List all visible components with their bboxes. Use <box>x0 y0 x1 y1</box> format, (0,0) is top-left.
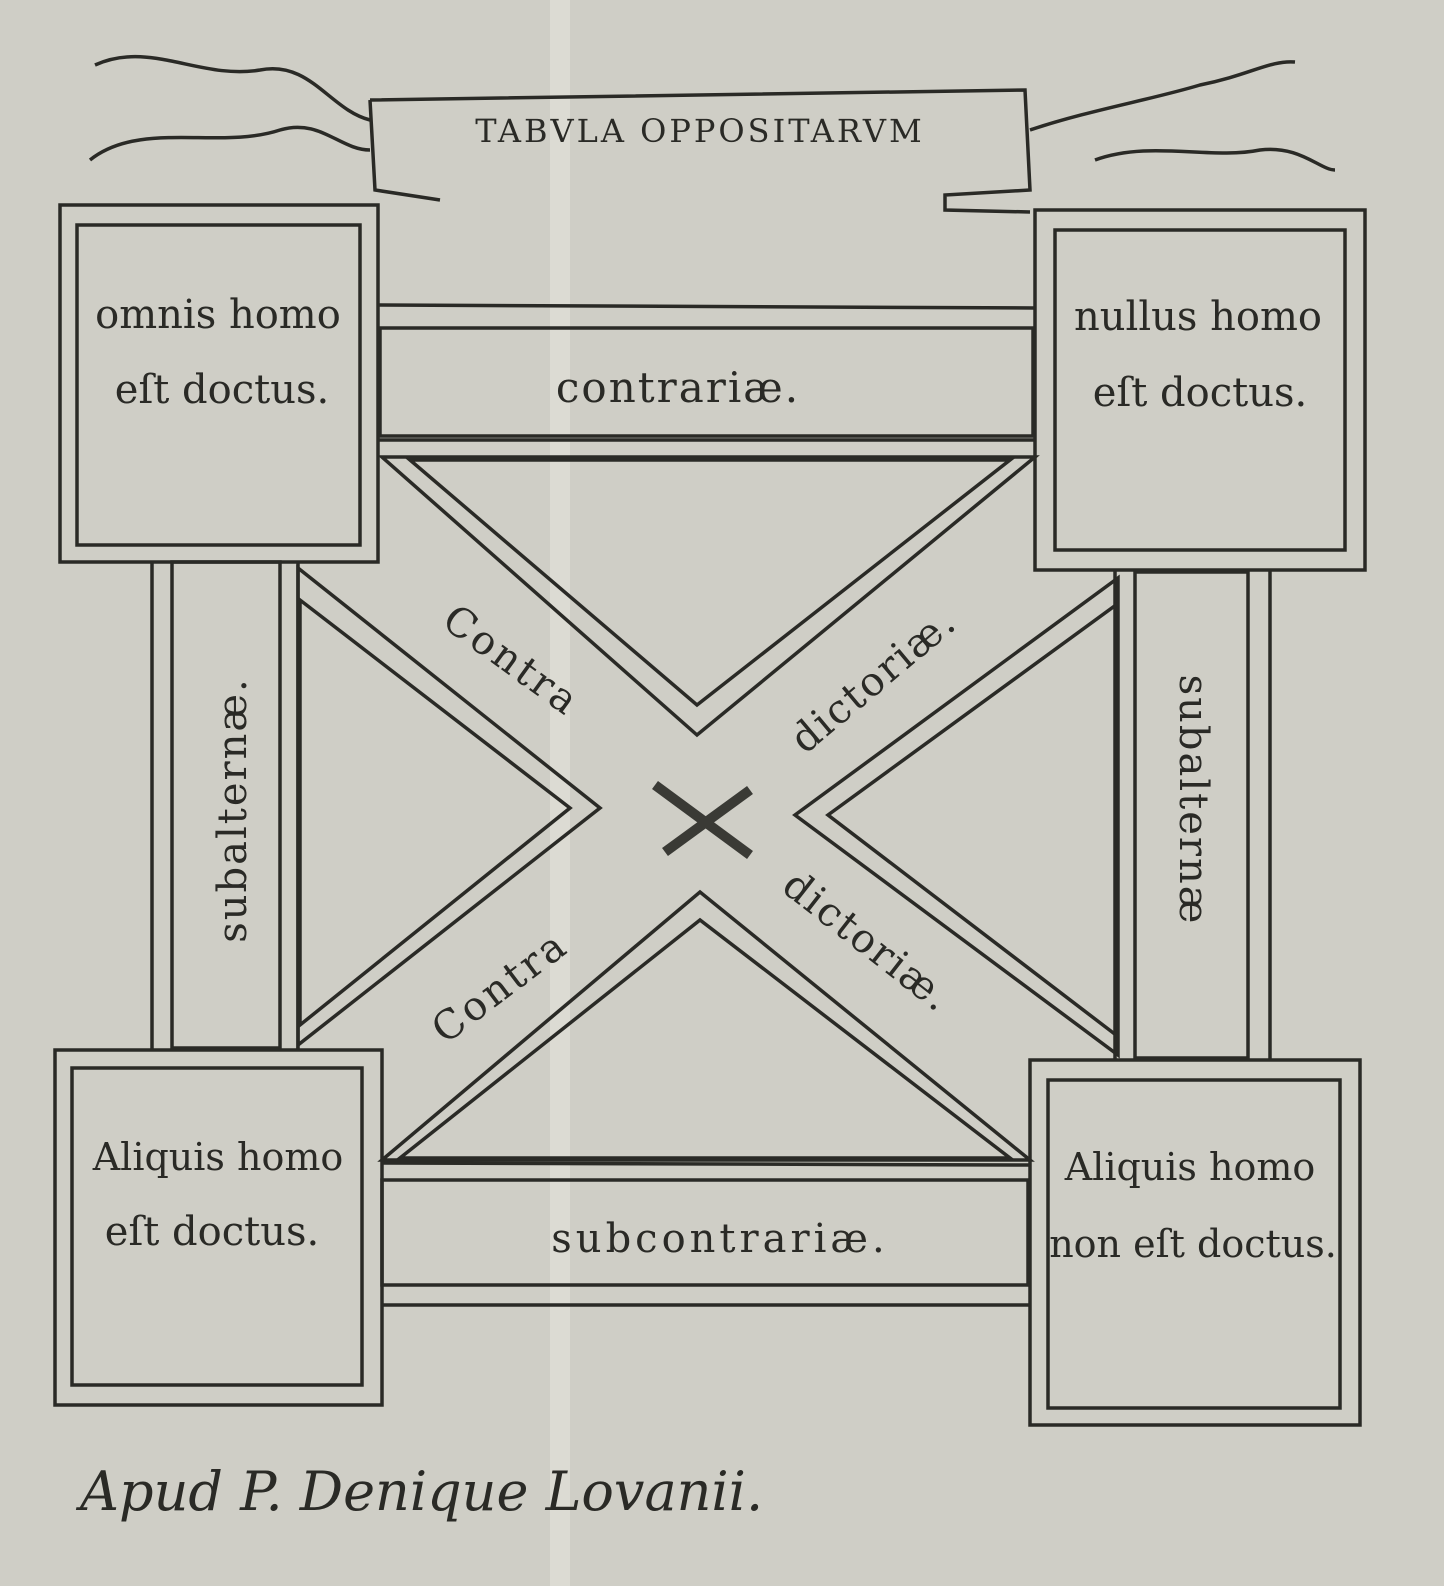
label-subcontrariae: subcontrariæ. <box>551 1216 888 1262</box>
bar-contrariae: contrariæ. <box>377 303 1036 442</box>
title-banner: TABVLA OPPOSITARVM <box>88 55 1336 214</box>
label-contrariae: contrariæ. <box>556 363 800 412</box>
label-subalternae-left: subalternæ. <box>210 677 256 942</box>
box-bottom-right: Aliquis homo non eſt doctus. <box>1028 1058 1362 1427</box>
center-cross-icon <box>652 780 753 860</box>
proposition-i-line1: Aliquis homo <box>92 1135 344 1179</box>
proposition-i-line2: eſt doctus. <box>105 1209 319 1255</box>
paper-fold <box>550 0 570 1586</box>
proposition-e-line2: eſt doctus. <box>1093 370 1307 416</box>
box-top-right: nullus homo eſt doctus. <box>1033 208 1367 572</box>
bar-subalternae-left: subalternæ. <box>150 560 300 1050</box>
label-subalternae-right: subalternæ <box>1170 675 1216 926</box>
proposition-a-line1: omnis homo <box>95 292 341 338</box>
proposition-e-line1: nullus homo <box>1074 294 1322 340</box>
proposition-o-line1: Aliquis homo <box>1064 1145 1316 1189</box>
proposition-a-line2: eſt doctus. <box>115 367 329 413</box>
diagram-title: TABVLA OPPOSITARVM <box>475 112 924 150</box>
imprint: Apud P. Denique Lovanii. <box>75 1460 763 1523</box>
box-bottom-left: Aliquis homo eſt doctus. <box>53 1048 384 1407</box>
bar-subcontrariae: subcontrariæ. <box>380 1161 1031 1307</box>
proposition-o-line2: non eſt doctus. <box>1049 1222 1337 1266</box>
